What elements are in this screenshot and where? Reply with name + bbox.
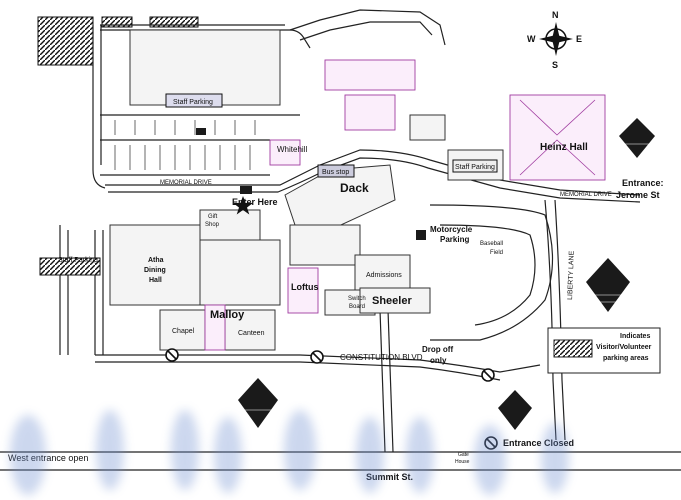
- motorcycle-label-1: Motorcycle: [430, 225, 473, 234]
- chapel-label: Chapel: [172, 328, 195, 335]
- staff-parking-left-label: Staff Parking: [58, 257, 98, 264]
- drop-off-label-1: Drop off: [422, 345, 453, 354]
- svg-text:S: S: [552, 60, 558, 70]
- building-heinz-hall: [509, 94, 606, 181]
- liberty-lane-label: LIBERTY LANE: [567, 250, 576, 300]
- canteen-label: Canteen: [238, 330, 265, 337]
- svg-text:E: E: [576, 34, 582, 44]
- building-canteen: [224, 309, 276, 351]
- drop-off-label-2: only: [430, 356, 447, 365]
- atha-label-2: Dining: [144, 267, 166, 274]
- no-entry-circle-icon: [165, 348, 179, 362]
- enter-here-label: Enter Here: [232, 197, 278, 207]
- atha-label-1: Atha: [148, 257, 164, 264]
- building-center: [289, 224, 361, 266]
- building-gift-shop: [199, 209, 261, 241]
- summit-st-label: Summit St.: [366, 472, 413, 482]
- staff-parking-top-box: [165, 93, 223, 108]
- building-hall-mid: [204, 304, 226, 351]
- memorial-drive-left-label: MEMORIAL DRIVE: [160, 180, 212, 186]
- switch-board-label-1: Switch: [348, 296, 366, 302]
- bus-stop-box: [317, 164, 355, 178]
- gate-house-label-1: Gate: [458, 452, 469, 458]
- compass-rose-icon: N S E W: [527, 10, 582, 70]
- staff-parking-top-label: Staff Parking: [173, 99, 213, 106]
- gift-shop-label-2: Shop: [205, 222, 220, 228]
- building-ne: [409, 114, 446, 141]
- admissions-label: Admissions: [366, 272, 402, 279]
- diamond-parking-icon: [586, 258, 630, 312]
- staff-parking-right-label: Staff Parking: [455, 164, 495, 171]
- entrance-label-2: Jerome St: [616, 190, 660, 200]
- gift-shop-label-1: Gift: [208, 214, 218, 220]
- switch-board-label-2: Board: [349, 304, 365, 310]
- hatched-block-strip: [149, 16, 199, 28]
- parking-marker: [196, 128, 206, 135]
- west-entrance-label: West entrance open: [8, 453, 88, 463]
- building-ne: [324, 59, 416, 91]
- scan-smudges: [10, 410, 569, 495]
- legend-label-1: Indicates: [620, 333, 650, 340]
- constitution-blvd-label: CONSTITUTION BLVD: [340, 353, 423, 362]
- loftus-label: Loftus: [291, 282, 319, 292]
- building-loftus: [287, 267, 319, 314]
- parking-stalls: [114, 120, 256, 170]
- motorcycle-parking-marker: [416, 230, 426, 240]
- diamond-parking-icon: [498, 390, 532, 430]
- svg-text:N: N: [552, 10, 559, 20]
- dack-label: Dack: [340, 181, 369, 195]
- building-admissions: [354, 254, 411, 291]
- building-ne: [344, 94, 396, 131]
- staff-parking-right-box: [452, 159, 498, 173]
- gate-house-label-2: House: [455, 459, 470, 465]
- memorial-drive-right-label: MEMORIAL DRIVE: [560, 192, 612, 198]
- building-atha-dining-hall: [109, 224, 201, 306]
- building-malloy: [199, 239, 281, 306]
- legend-label-3: parking areas: [603, 355, 649, 362]
- diamond-parking-icon: [619, 118, 655, 158]
- diamond-parking-icon: [238, 378, 278, 428]
- building-whitehill: [269, 139, 301, 166]
- bus-stop-label: Bus stop: [322, 169, 349, 176]
- malloy-label: Malloy: [210, 309, 245, 321]
- motorcycle-label-2: Parking: [440, 235, 469, 244]
- hatched-block: [37, 16, 94, 66]
- parking-marker: [240, 186, 252, 194]
- sheeler-label: Sheeler: [372, 295, 412, 307]
- baseball-label-1: Baseball: [480, 241, 503, 247]
- legend-label-2: Visitor/Volunteer: [596, 344, 652, 351]
- heinz-hall-label: Heinz Hall: [540, 142, 588, 153]
- building-sheeler: [359, 287, 431, 314]
- no-entry-circle-icon: [310, 350, 324, 364]
- atha-label-3: Hall: [149, 277, 162, 284]
- entrance-label-1: Entrance:: [622, 178, 664, 188]
- whitehill-label: Whitehill: [277, 145, 307, 154]
- building-north: [129, 29, 281, 106]
- star-icon: [233, 196, 253, 215]
- no-entry-circle-icon: [481, 368, 495, 382]
- legend-swatch: [553, 339, 593, 358]
- hatched-block-strip: [101, 16, 133, 28]
- staff-parking-left-box: [39, 257, 101, 276]
- svg-text:W: W: [527, 34, 536, 44]
- entrance-closed-label: Entrance Closed: [503, 438, 574, 448]
- baseball-label-2: Field: [490, 250, 503, 256]
